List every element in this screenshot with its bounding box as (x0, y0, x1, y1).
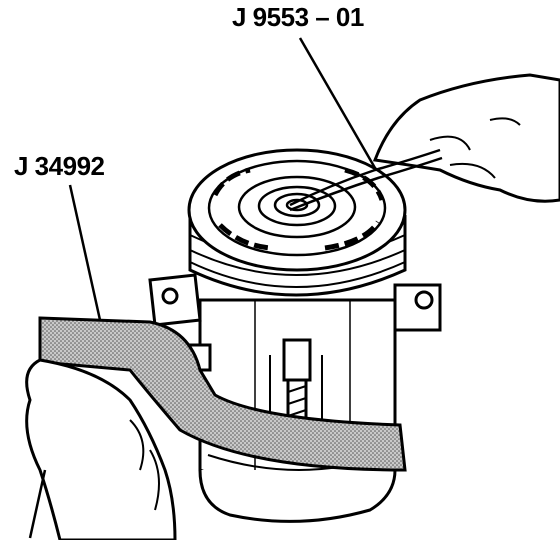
leader-j34992 (68, 184, 102, 321)
clutch-face (207, 159, 387, 257)
leader-bottom (28, 469, 47, 539)
callout-leaders (28, 37, 377, 539)
tool-label-j34992: J 34992 (14, 151, 105, 181)
tool-label-j9553: J 9553 – 01 (232, 2, 364, 32)
leader-j9553 (298, 37, 377, 169)
right-hand (372, 73, 560, 203)
wire-tool (289, 148, 443, 212)
holding-fixture (38, 316, 407, 472)
